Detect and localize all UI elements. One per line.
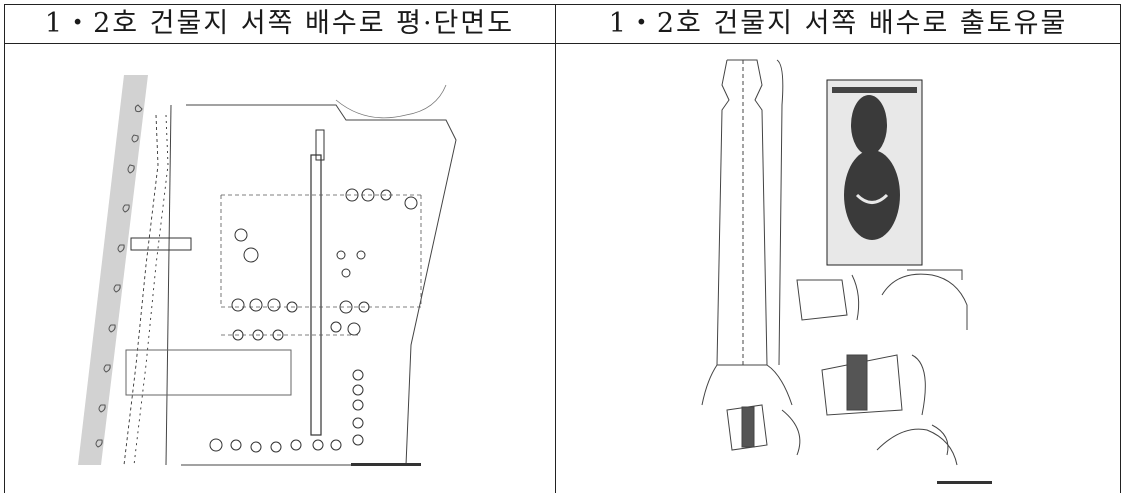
figure-table: 1・2호 건물지 서쪽 배수로 평·단면도 1・2호 건물지 서쪽 배수로 출토… <box>4 4 1121 493</box>
sherds <box>726 269 968 466</box>
section-strip-upper <box>130 237 192 251</box>
figure-lintel <box>832 87 917 93</box>
table-border-left <box>4 4 5 493</box>
table-border-top <box>4 4 1121 5</box>
trench <box>310 154 322 436</box>
figure-body <box>844 150 900 240</box>
channel-stones <box>95 104 143 448</box>
artifacts-drawing <box>557 45 1119 493</box>
plan-section-drawing <box>6 45 554 493</box>
section-strip-lower <box>125 349 292 396</box>
trench-head <box>315 129 325 161</box>
grey-band <box>78 75 148 465</box>
table-column-divider <box>555 4 556 493</box>
postholes <box>209 188 418 453</box>
dashed-boundaries <box>220 194 422 336</box>
upper-curves <box>335 84 447 119</box>
figure-mark <box>855 193 889 204</box>
scale-bar <box>351 463 421 466</box>
stone-rows <box>123 114 169 466</box>
excavation-outline <box>165 104 457 466</box>
artifact-scale-bar <box>937 481 992 484</box>
figure-head <box>851 95 887 155</box>
plan-section-caption: 1・2호 건물지 서쪽 배수로 평·단면도 <box>4 4 555 44</box>
table-border-right <box>1120 4 1121 493</box>
drainage-plan-svg <box>78 75 457 466</box>
artifacts-caption: 1・2호 건물지 서쪽 배수로 출토유물 <box>555 4 1121 44</box>
artifacts-svg <box>701 59 992 484</box>
tall-vessel <box>701 59 793 406</box>
